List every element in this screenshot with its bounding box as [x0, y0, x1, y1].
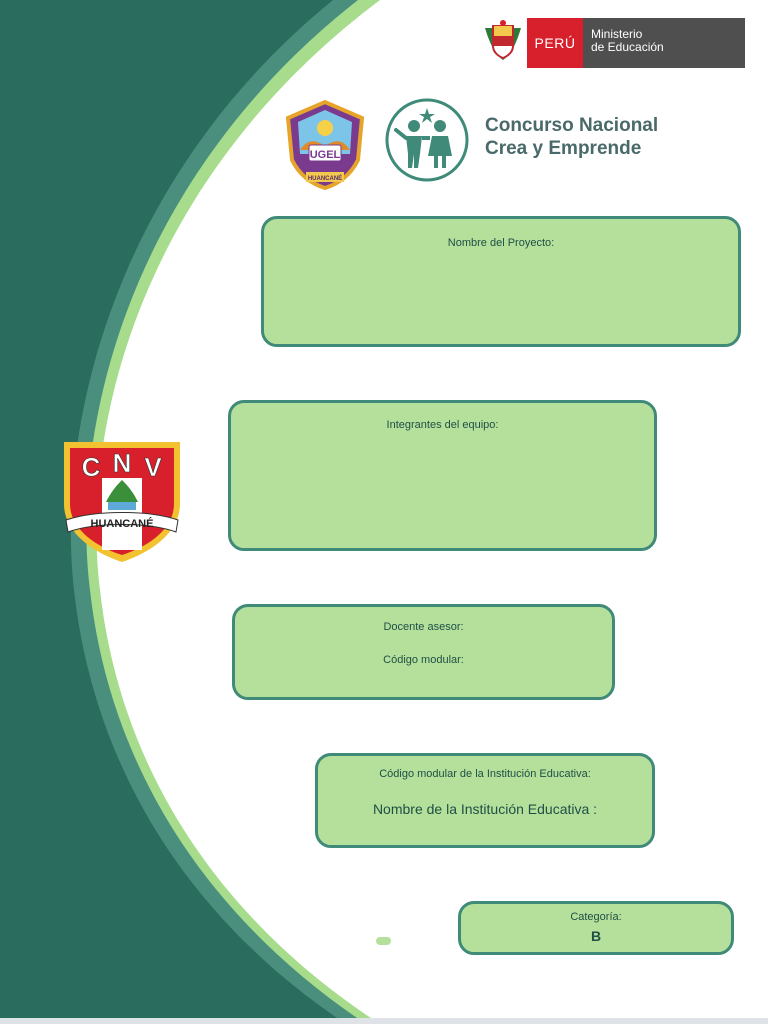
crest-place: HUANCANÉ — [91, 517, 154, 530]
modular-code-label: Código modular: — [383, 654, 464, 666]
crest-letter-3: V — [144, 452, 162, 482]
institution-box: Código modular de la Institución Educati… — [315, 753, 655, 848]
bottom-bar — [0, 1018, 768, 1024]
peru-coat-of-arms-icon — [485, 20, 521, 60]
crest-letter-2: N — [113, 448, 132, 478]
advisor-label: Docente asesor: — [383, 621, 464, 633]
ministry-name: Ministerio de Educación — [583, 18, 745, 68]
project-name-label: Nombre del Proyecto: — [447, 237, 555, 249]
category-value: B — [590, 928, 602, 944]
crest-letter-1: C — [82, 452, 101, 482]
decorative-pill — [376, 937, 391, 945]
advisor-box: Docente asesor: Código modular: — [232, 604, 615, 700]
category-label: Categoría: — [570, 911, 622, 923]
team-members-box: Integrantes del equipo: — [228, 400, 657, 551]
contest-title-line-2: Crea y Emprende — [485, 138, 642, 159]
contest-title: Concurso Nacional Crea y Emprende — [485, 114, 658, 160]
ugel-logo: UGEL HUANCANÉ — [285, 99, 365, 190]
ministry-line-2: de Educación — [591, 40, 664, 54]
school-crest: C N V HUANCANÉ — [64, 442, 180, 562]
team-members-label: Integrantes del equipo: — [386, 419, 499, 431]
category-box: Categoría: B — [458, 901, 734, 955]
ugel-label: UGEL — [310, 149, 341, 161]
institution-code-label: Código modular de la Institución Educati… — [379, 768, 591, 780]
ministry-line-1: Ministerio — [591, 27, 643, 41]
institution-name-label: Nombre de la Institución Educativa : — [372, 801, 598, 817]
ugel-place: HUANCANÉ — [308, 174, 342, 182]
ministry-banner: PERÚ Ministerio de Educación — [527, 18, 745, 68]
peru-label: PERÚ — [527, 18, 583, 68]
crea-emprende-logo-icon — [385, 98, 469, 182]
contest-title-line-1: Concurso Nacional — [485, 115, 659, 136]
project-name-box: Nombre del Proyecto: — [261, 216, 741, 347]
